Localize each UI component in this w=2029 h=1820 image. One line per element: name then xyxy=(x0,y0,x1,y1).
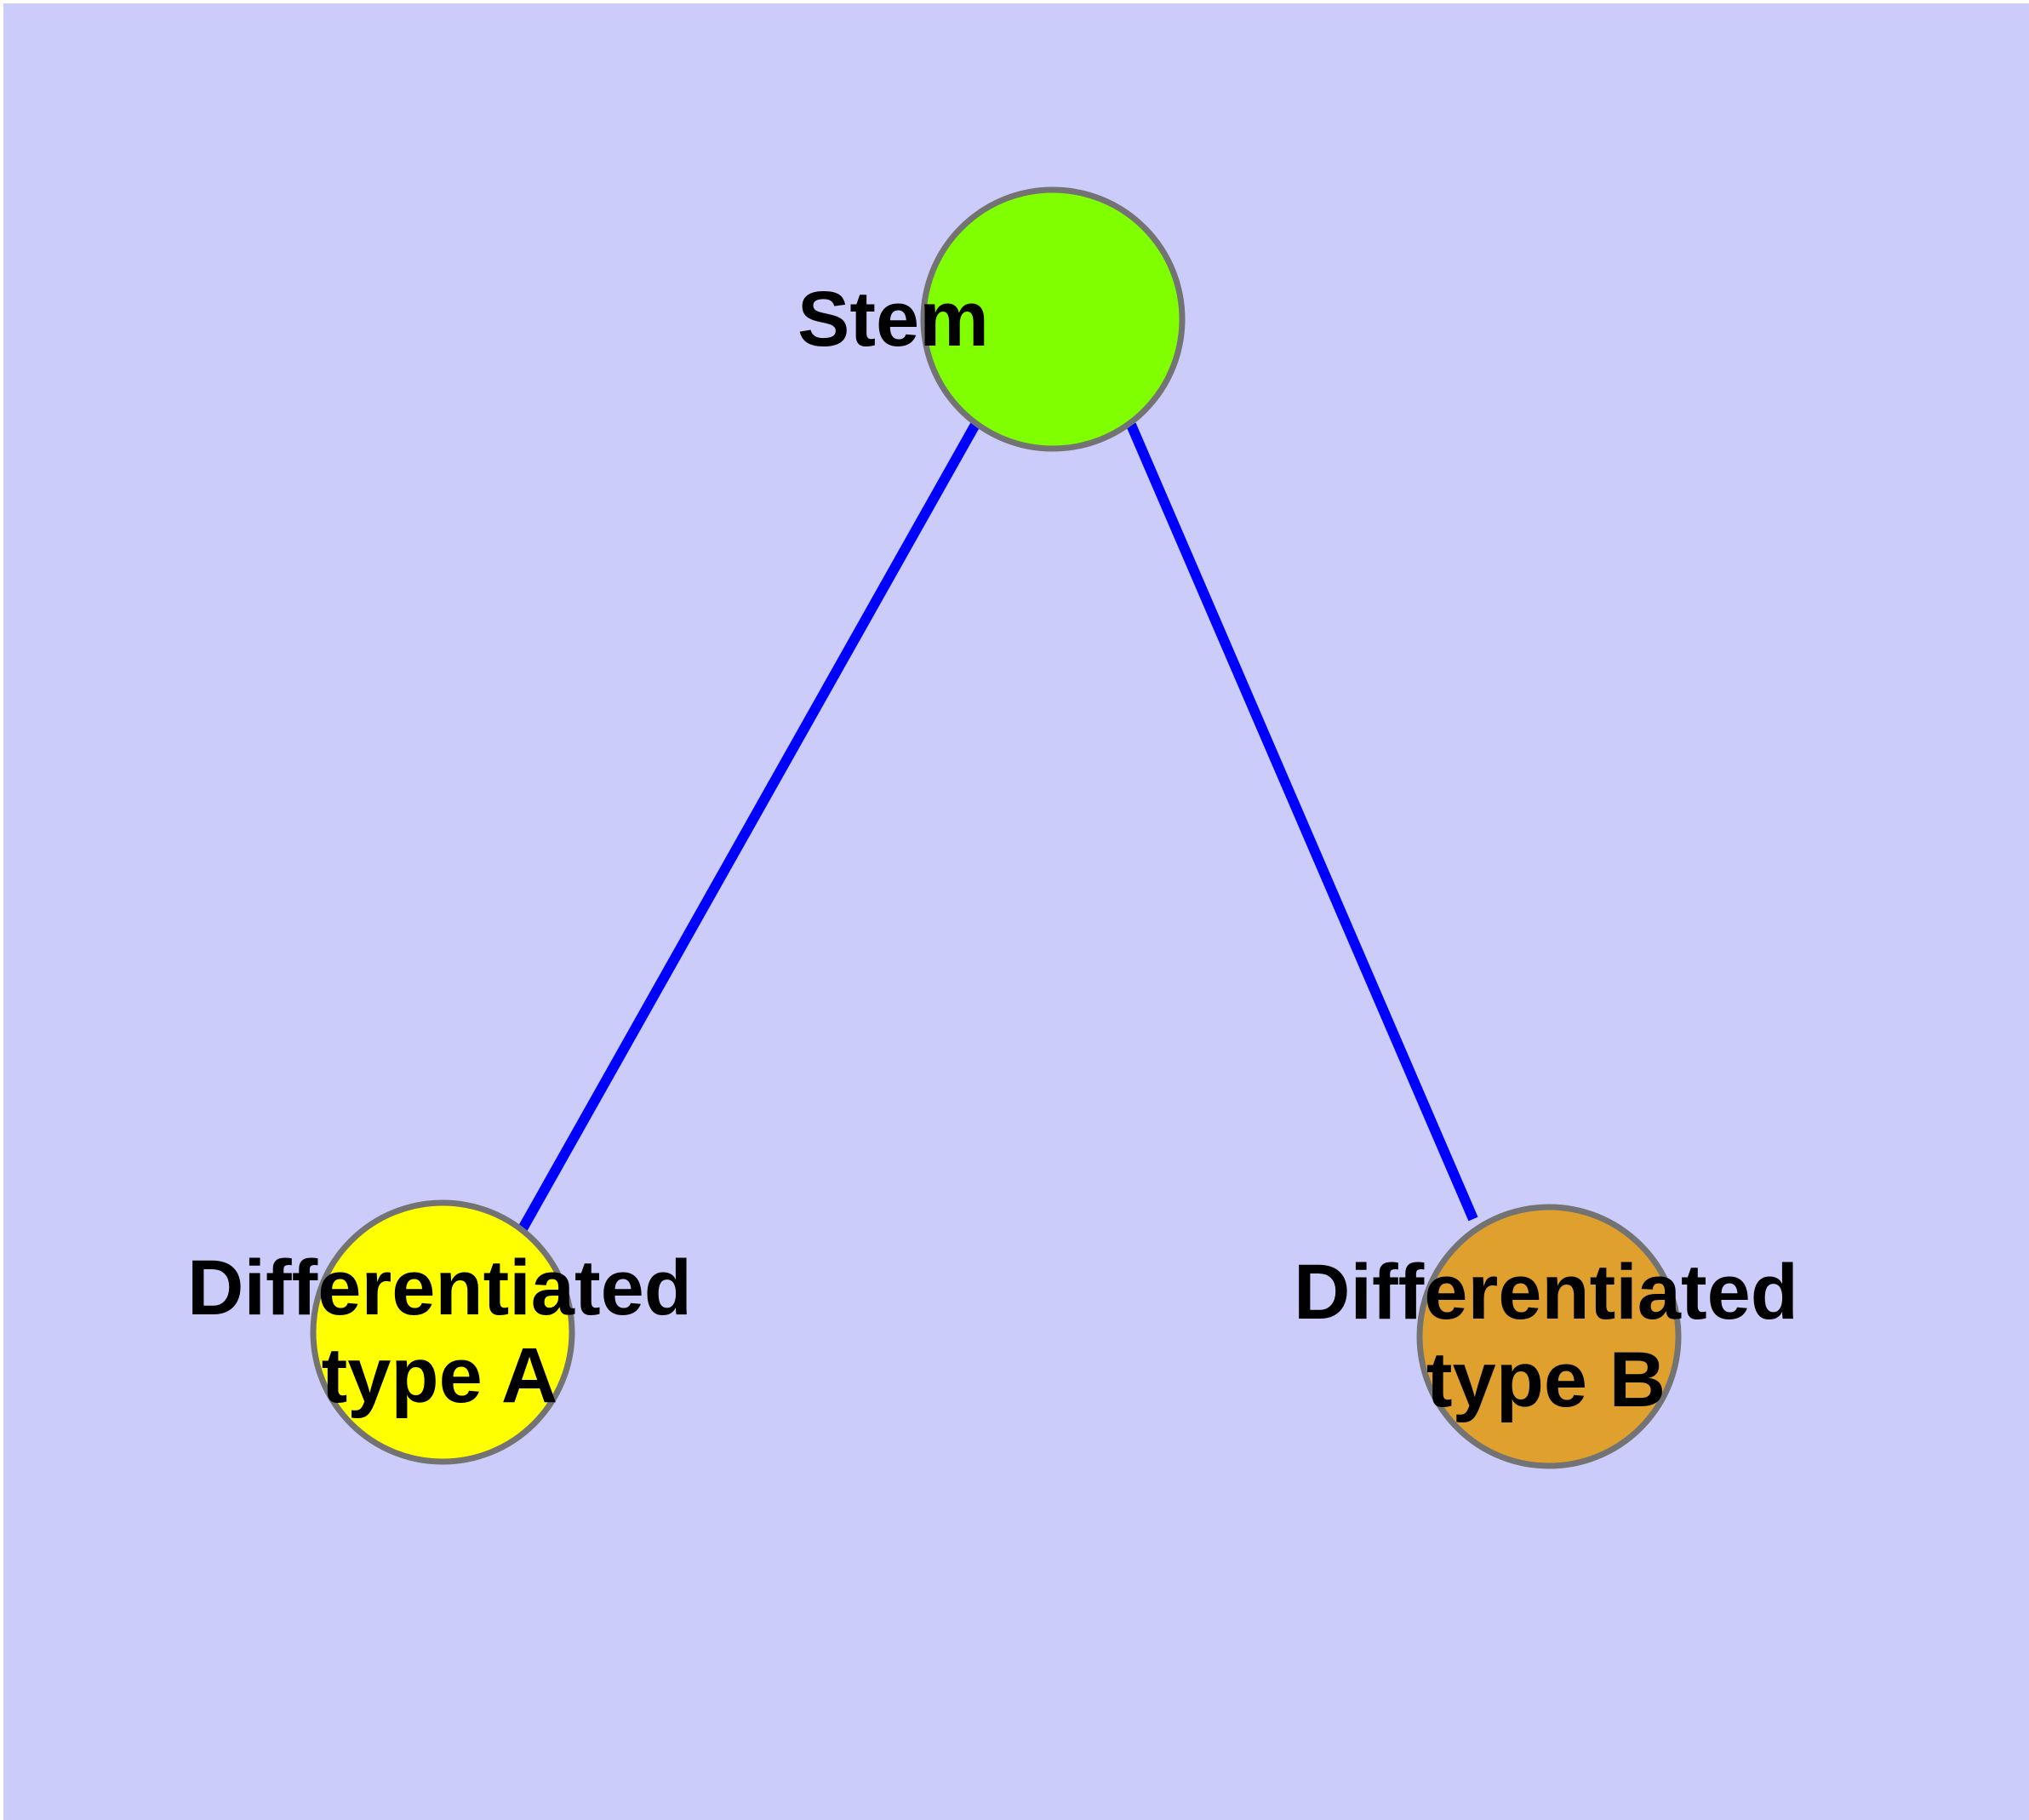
graph-edge-stem-to-diff-a[interactable] xyxy=(516,421,981,1234)
node-layer xyxy=(310,186,1682,1469)
graph-node-diff-a[interactable] xyxy=(310,1199,575,1465)
graph-edge-stem-to-diff-b[interactable] xyxy=(1126,422,1478,1222)
graph-svg xyxy=(310,186,1682,1469)
graph-node-stem[interactable] xyxy=(920,186,1186,452)
edge-layer xyxy=(516,421,1478,1234)
graph-node-diff-b[interactable] xyxy=(1416,1204,1682,1469)
